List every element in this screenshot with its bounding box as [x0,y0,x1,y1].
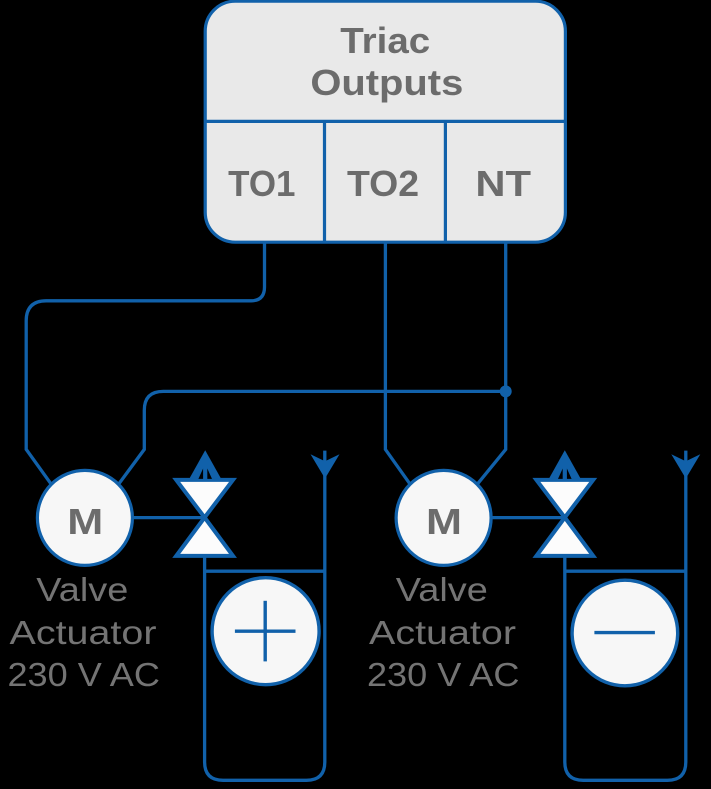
svg-text:Valve: Valve [396,571,488,608]
svg-text:230 V AC: 230 V AC [367,657,520,693]
svg-text:Valve: Valve [36,571,128,608]
svg-text:TO2: TO2 [347,164,419,204]
svg-text:Outputs: Outputs [310,64,463,104]
svg-text:Triac: Triac [340,20,430,61]
svg-text:TO1: TO1 [228,164,295,205]
svg-text:Actuator: Actuator [369,614,516,651]
svg-text:NT: NT [475,165,531,205]
svg-text:230 V AC: 230 V AC [7,657,160,693]
svg-text:M: M [426,502,462,542]
svg-text:M: M [67,502,103,542]
svg-text:Actuator: Actuator [10,614,157,651]
